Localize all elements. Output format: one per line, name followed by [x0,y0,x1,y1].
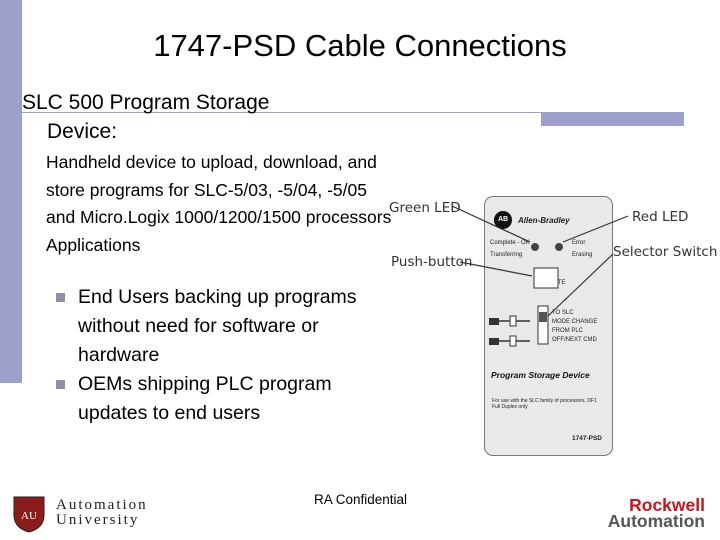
label-red-led: Red LED [632,209,689,225]
device-error: Error [572,240,586,246]
device-mode-change: MODE CHANGE [552,319,598,325]
device-execute: EXECUTE [537,280,566,286]
title-divider [22,112,684,113]
left-accent-bar [0,0,22,383]
device-erasing: Erasing [572,252,593,258]
label-selector-switch: Selector Switch [613,244,718,260]
device-complete-ok: Complete - OK [490,240,530,246]
device-from-plc: FROM PLC [552,328,584,334]
applications-list: End Users backing up programs without ne… [56,283,386,428]
list-item: OEMs shipping PLC program updates to end… [56,370,386,428]
description-text: Handheld device to upload, download, and… [46,152,392,227]
psd-device-illustration [484,196,613,456]
slide-title: 1747-PSD Cable Connections [153,28,567,63]
rockwell-automation-logo: Rockwell Automation [607,495,705,531]
slide-subtitle: SLC 500 Program Storage Device: [22,88,269,146]
bullet-square-icon [56,293,65,302]
subtitle-line-1: SLC 500 Program Storage [22,91,270,114]
ab-logo-icon: AB [494,211,512,229]
automation-university-wordmark: Automation University [56,497,148,528]
subtitle-line-2: Device: [47,120,118,143]
svg-text:AU: AU [21,510,37,522]
device-off-next: OFF/NEXT CMD [552,337,597,343]
bullet-square-icon [56,380,65,389]
device-transferring: Transferring [490,252,523,258]
automation-university-logo-icon: AU [13,496,45,533]
device-model: 1747-PSD [572,435,602,442]
list-item: End Users backing up programs without ne… [56,283,386,370]
device-to-slc: TO SLC [552,310,574,316]
label-push-button: Push-button [391,254,473,270]
confidential-footer: RA Confidential [314,492,408,507]
description-block: Handheld device to upload, download, and… [46,149,396,259]
device-name: Program Storage Device [491,370,590,380]
label-green-led: Green LED [389,200,461,216]
title-divider-accent [541,112,684,126]
device-note: For use with the SLC family of processor… [492,398,597,410]
device-brand: Allen-Bradley [518,216,570,225]
applications-label: Applications [46,234,141,255]
